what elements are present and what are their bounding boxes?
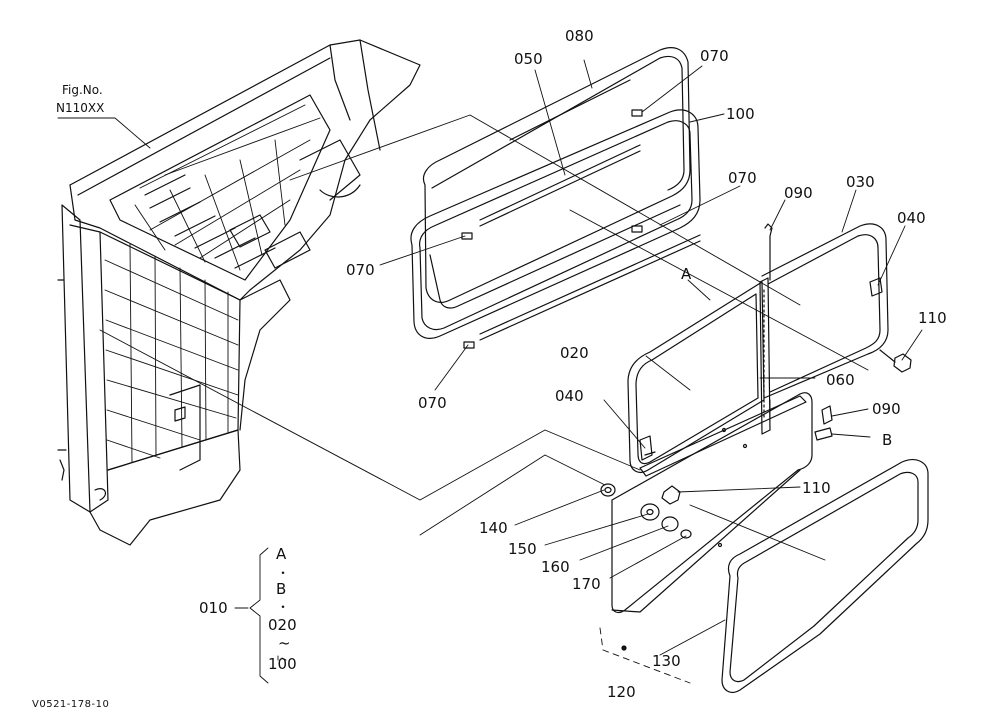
upper-window-glass (422, 47, 691, 303)
drawing-code: V0521-178-10 (32, 699, 110, 710)
assembly-number: 010 (199, 599, 228, 617)
callout-080: 080 (565, 27, 594, 45)
assembly-item-A: A (276, 545, 287, 563)
callout-070-mid: 070 (728, 169, 757, 187)
callout-150: 150 (508, 540, 537, 558)
callout-100: 100 (726, 105, 755, 123)
mount-bracket-plate (611, 392, 813, 651)
callout-020: 020 (560, 344, 589, 362)
callout-050: 050 (514, 50, 543, 68)
hardware (600, 223, 912, 539)
callout-090-mid: 090 (872, 400, 901, 418)
assembly-separator-1: ・ (277, 566, 290, 580)
spacer-blocks (461, 109, 643, 349)
callout-070-bottom: 070 (418, 394, 447, 412)
callout-170: 170 (572, 575, 601, 593)
callout-090-top: 090 (784, 184, 813, 202)
callout-070-top: 070 (700, 47, 729, 65)
cab-frame (57, 39, 421, 546)
callout-120: 120 (607, 683, 636, 701)
lower-seal (721, 459, 929, 693)
callout-160: 160 (541, 558, 570, 576)
upper-seal (410, 109, 701, 341)
callout-130: 130 (652, 652, 681, 670)
figure-ref-line1: Fig.No. (62, 83, 103, 97)
callout-040-right: 040 (897, 209, 926, 227)
callout-110-right: 110 (918, 309, 947, 327)
callout-040-left: 040 (555, 387, 584, 405)
callout-110-mid: 110 (802, 479, 831, 497)
assembly-separator-2: ・ (277, 600, 290, 614)
callout-A: A (681, 265, 692, 283)
callout-B: B (882, 431, 893, 449)
callout-070-left: 070 (346, 261, 375, 279)
callout-030: 030 (846, 173, 875, 191)
assembly-item-100: 100 (268, 655, 297, 673)
assembly-range-tilde: ~ (278, 634, 291, 652)
callout-140: 140 (479, 519, 508, 537)
leader-lines (57, 59, 923, 684)
assembly-item-020: 020 (268, 616, 297, 634)
figure-ref-line2: N110XX (56, 101, 105, 115)
assembly-item-B: B (276, 580, 287, 598)
assembly-guide-lines (99, 114, 869, 561)
callout-060: 060 (826, 371, 855, 389)
